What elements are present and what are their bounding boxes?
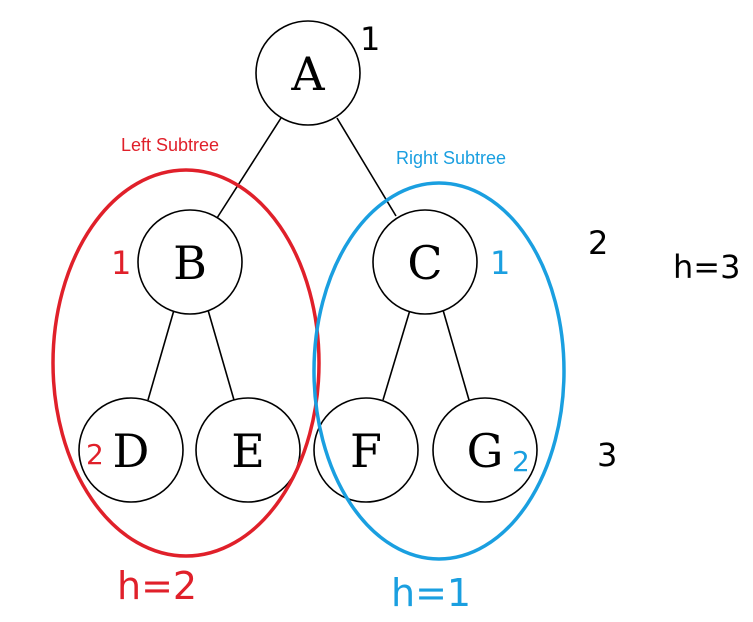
edge-a-b [216,117,282,219]
node-g: G [432,397,538,503]
right-height-annotation: h=1 [391,571,471,615]
edge-b-e [207,309,235,401]
node-b-label: B [173,236,207,290]
node-g-label: G [467,424,504,478]
level-2-annotation: 2 [588,224,608,262]
left-subtree-outline [51,168,321,558]
node-b: B [137,209,243,315]
node-e: E [195,397,301,503]
node-c: C [372,209,478,315]
right-subtree-outline [312,181,566,561]
left-subtree-label: Left Subtree [121,135,219,155]
edge-c-g [442,309,470,401]
node-a-label: A [290,47,325,101]
node-d-label: D [113,424,150,478]
d-depth-annotation: 2 [86,438,104,471]
right-subtree-label: Right Subtree [396,148,506,168]
tree-edges [147,117,470,401]
node-f: F [313,397,419,503]
node-e-label: E [231,424,265,478]
g-depth-annotation: 2 [512,445,530,478]
node-a: A [255,20,361,126]
node-d: D [78,397,184,503]
node-f-label: F [350,424,382,478]
left-height-annotation: h=2 [117,564,197,608]
b-depth-annotation: 1 [111,244,131,282]
node-c-label: C [407,236,442,290]
level-1-annotation: 1 [360,20,380,58]
total-height-annotation: h=3 [673,248,740,286]
edge-c-f [382,309,411,401]
c-depth-annotation: 1 [490,244,510,282]
edge-b-d [147,309,175,401]
level-3-annotation: 3 [597,436,617,474]
